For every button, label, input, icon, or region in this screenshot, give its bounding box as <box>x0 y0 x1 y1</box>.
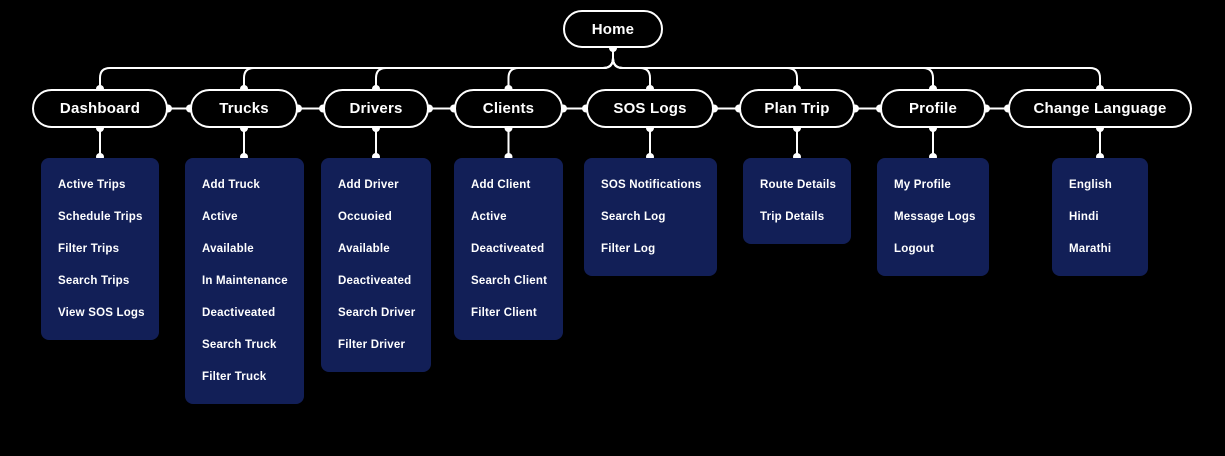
panel-item: Route Details <box>760 179 837 191</box>
panel-item: Message Logs <box>894 211 976 223</box>
panel-item: Available <box>202 243 254 255</box>
panel-item: Filter Log <box>601 243 656 255</box>
panel-item: Search Log <box>601 211 666 223</box>
panel-item: Deactiveated <box>202 307 276 319</box>
panel-item: In Maintenance <box>202 275 288 287</box>
panel-item: Search Trips <box>58 275 130 287</box>
panel-item: Filter Trips <box>58 243 120 255</box>
node-change-language[interactable]: Change Language <box>1008 89 1192 128</box>
panel-item: Search Truck <box>202 339 277 351</box>
panel-item: Filter Driver <box>338 339 406 351</box>
panel-item: Active Trips <box>58 179 126 191</box>
node-dashboard[interactable]: Dashboard <box>32 89 168 128</box>
node-label: Drivers <box>349 100 403 117</box>
panel-item: English <box>1069 179 1112 191</box>
panel-item: Add Truck <box>202 179 261 191</box>
edge <box>507 48 614 89</box>
panel-item: Logout <box>894 243 935 255</box>
node-trucks[interactable]: Trucks <box>190 89 298 128</box>
panel-item: Occuoied <box>338 211 393 223</box>
node-label: SOS Logs <box>613 100 687 117</box>
node-label: Trucks <box>219 100 269 117</box>
node-label: Profile <box>908 100 958 117</box>
panel-item: SOS Notifications <box>601 179 702 191</box>
edge <box>612 48 1101 89</box>
panel-item: My Profile <box>894 179 951 191</box>
node-label: Clients <box>482 100 535 117</box>
node-plan-trip[interactable]: Plan Trip <box>739 89 855 128</box>
node-label: Home <box>591 20 635 38</box>
node-sos-logs[interactable]: SOS Logs <box>586 89 714 128</box>
node-drivers[interactable]: Drivers <box>323 89 429 128</box>
node-clients[interactable]: Clients <box>454 89 563 128</box>
panel-item: Schedule Trips <box>58 211 143 223</box>
node-label: Plan Trip <box>764 100 830 117</box>
panel-item: Available <box>338 243 390 255</box>
node-label: Dashboard <box>59 100 141 117</box>
panel-item: Active <box>471 211 507 223</box>
node-label: Change Language <box>1033 100 1167 117</box>
panel-item: Hindi <box>1069 211 1099 223</box>
panel-item: Active <box>202 211 238 223</box>
panel-item: Trip Details <box>760 211 825 223</box>
panel-item: Add Driver <box>338 179 399 191</box>
panel-item: Deactiveated <box>338 275 412 287</box>
panel-item: Deactiveated <box>471 243 545 255</box>
panel-item: Search Driver <box>338 307 416 319</box>
node-profile[interactable]: Profile <box>880 89 986 128</box>
panel-item: View SOS Logs <box>58 307 145 319</box>
panel-item: Filter Truck <box>202 371 267 383</box>
panel-item: Marathi <box>1069 243 1112 255</box>
node-home[interactable]: Home <box>563 10 663 48</box>
panel-item: Filter Client <box>471 307 537 319</box>
panel-item: Add Client <box>471 179 531 191</box>
panel-item: Search Client <box>471 275 548 287</box>
